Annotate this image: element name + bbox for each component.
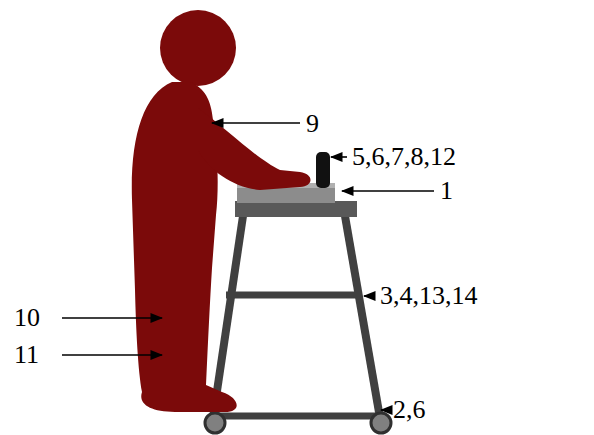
wheel xyxy=(371,413,391,433)
handle-sensor xyxy=(316,152,330,188)
wheel xyxy=(205,413,225,433)
callout-number: 2,6 xyxy=(393,397,426,423)
callout-number: 11 xyxy=(14,342,39,368)
callout-number: 10 xyxy=(14,305,40,331)
callout-number: 1 xyxy=(440,178,453,204)
callout-number: 3,4,13,14 xyxy=(380,283,478,309)
callout-number: 9 xyxy=(306,111,319,137)
callout-number: 5,6,7,8,12 xyxy=(352,144,456,170)
person-silhouette xyxy=(132,10,311,412)
